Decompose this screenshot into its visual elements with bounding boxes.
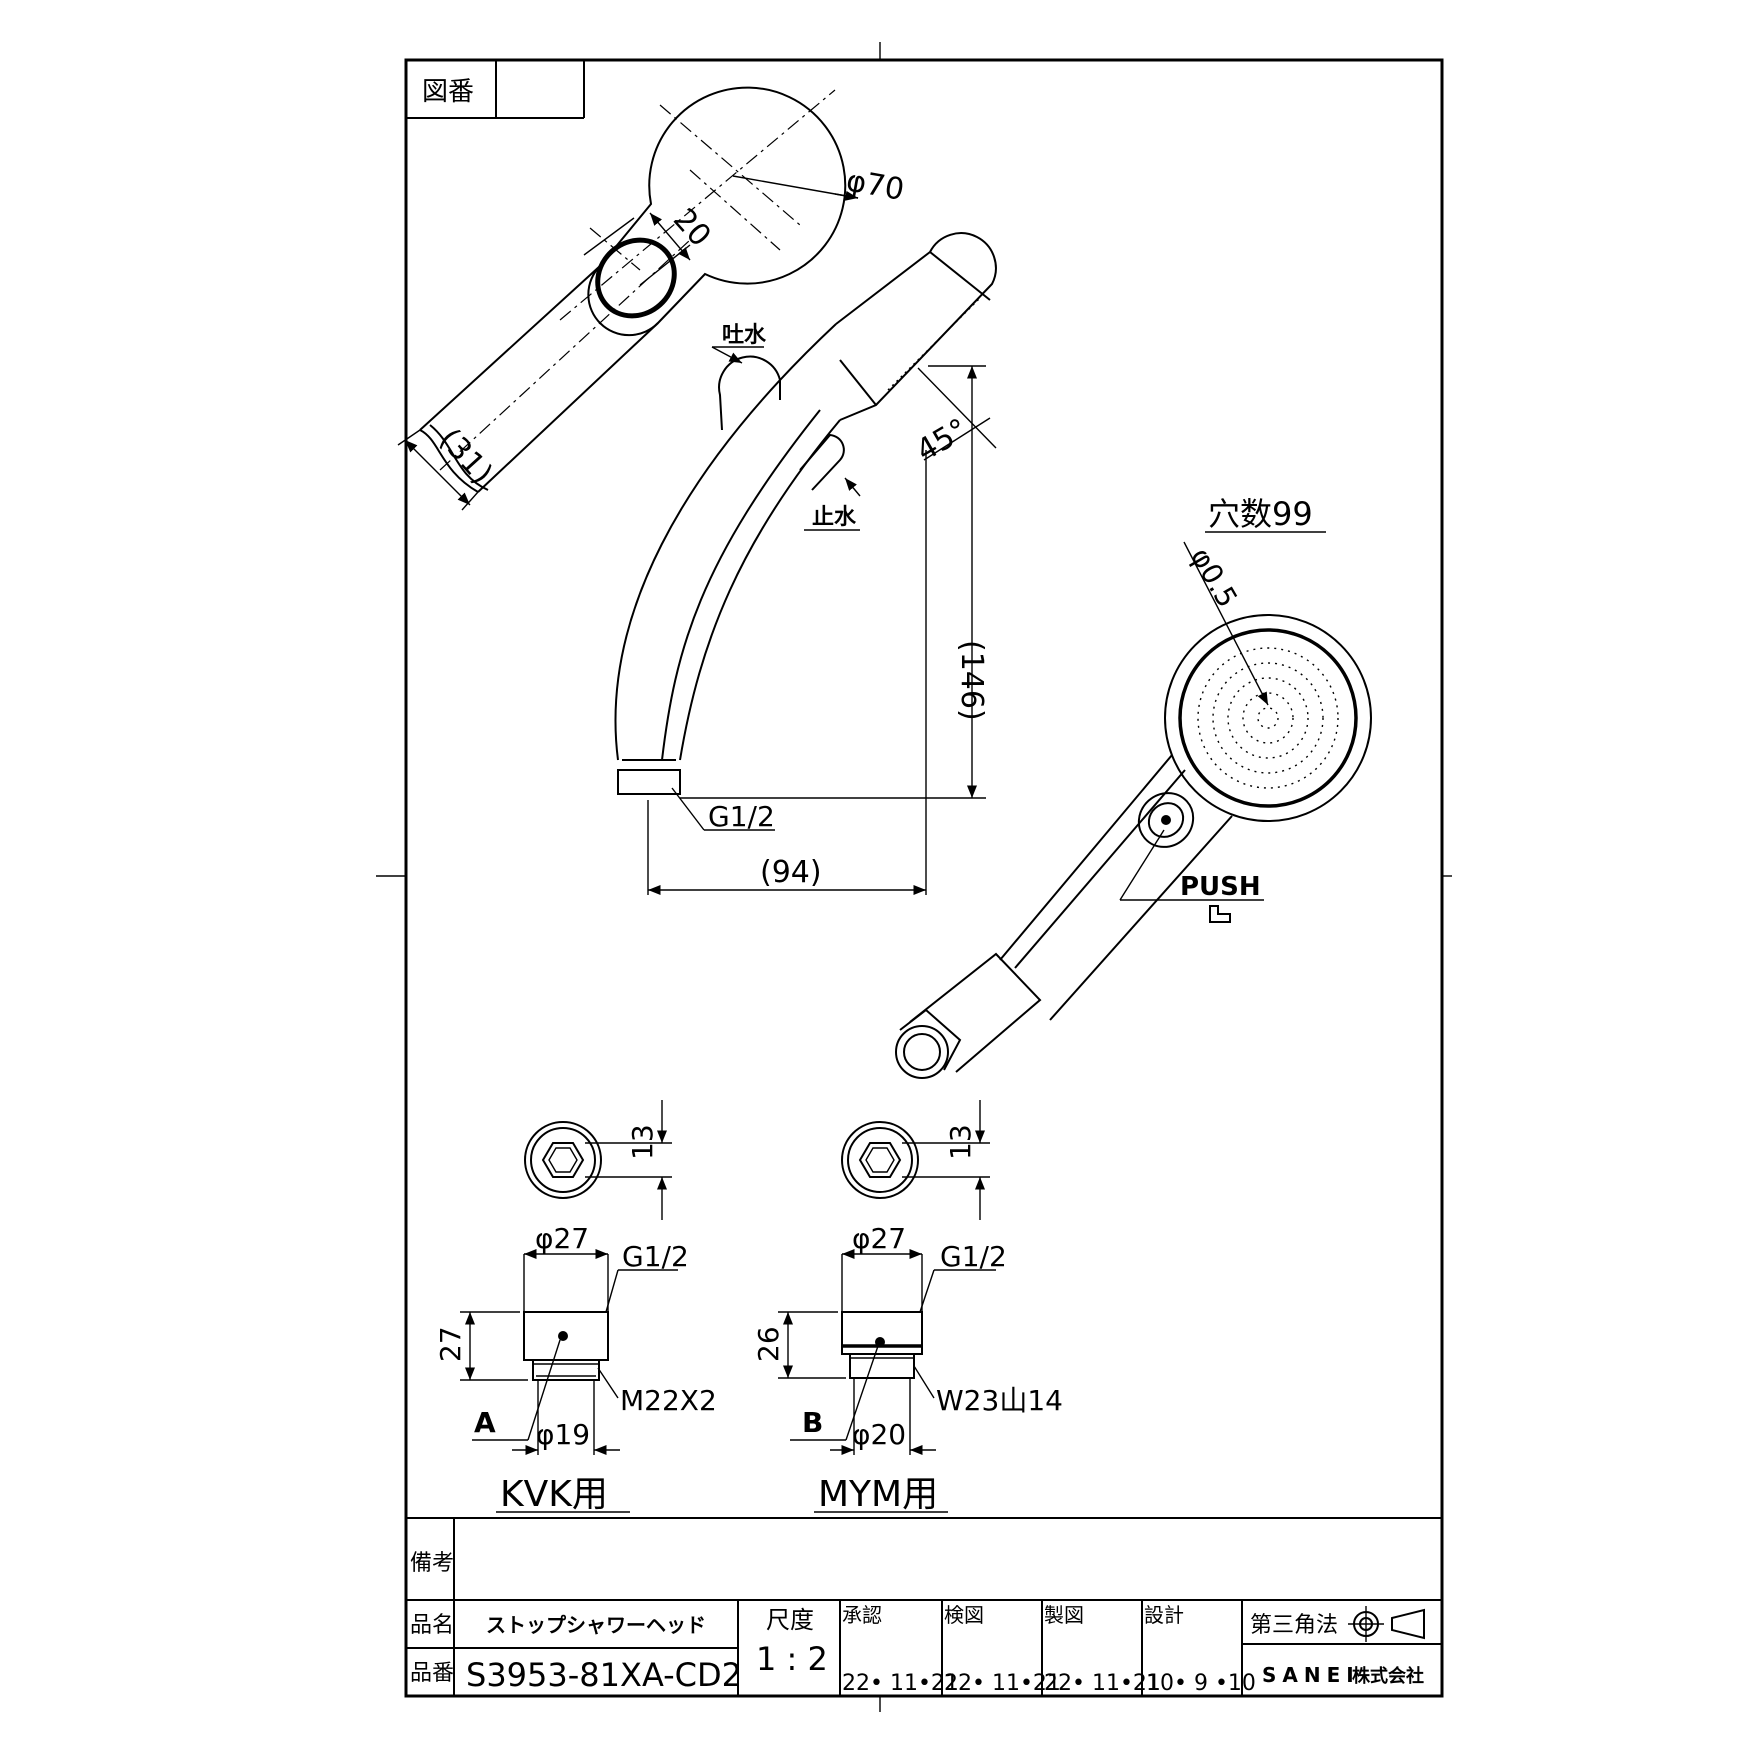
approved-date: 22• 11•21: [842, 1671, 959, 1696]
drawing-frame: [404, 58, 1444, 1698]
dim-button-label: 20: [666, 202, 718, 254]
push-label: PUSH: [1180, 872, 1261, 902]
third-angle-projection-icon: [1348, 1606, 1425, 1642]
adapter-b-dia-inner: φ20: [852, 1418, 906, 1451]
adapter-a-thread-top: G1/2: [622, 1240, 689, 1273]
holes-count-label: 穴数99: [1208, 495, 1313, 533]
adapter-a-dia-inner: φ19: [536, 1418, 590, 1451]
adapter-a-letter: A: [474, 1406, 496, 1439]
dia-head-label: φ70: [844, 163, 907, 208]
drawn-date: 22• 11•21: [1044, 1671, 1161, 1696]
center-marks: [376, 42, 1452, 1712]
width-label: (94): [760, 855, 822, 890]
company-name: SANEI: [1262, 1663, 1360, 1687]
name-value: ストップシャワーヘッド: [486, 1613, 706, 1637]
adapter-a: 13 φ27 G1/2 27 M22X2 A φ19 KVK用: [434, 1100, 717, 1515]
height-label: (146): [954, 640, 989, 721]
adapter-a-height: 27: [434, 1326, 467, 1362]
scale-value: 1 : 2: [756, 1640, 828, 1678]
drawing-number-box: 図番: [406, 60, 585, 119]
top-view: φ70 20 (31): [397, 86, 907, 511]
number-label: 品番: [410, 1661, 454, 1686]
company-suffix: 株式会社: [1352, 1665, 1424, 1687]
adapter-a-hex: 13: [626, 1124, 659, 1160]
adapter-b-letter: B: [802, 1406, 823, 1439]
adapter-b-thread-top: G1/2: [940, 1240, 1007, 1273]
stop-label: 止水: [812, 505, 857, 530]
angle-label: 45°: [911, 412, 975, 469]
adapter-b-dia-outer: φ27: [852, 1222, 906, 1255]
adapter-b-caption: MYM用: [818, 1474, 938, 1515]
checked-label: 検図: [944, 1603, 984, 1627]
adapter-b-height: 26: [752, 1326, 785, 1362]
drawing-number-label: 図番: [422, 77, 474, 107]
push-finger-icon: [1209, 905, 1231, 923]
adapter-a-dia-outer: φ27: [535, 1222, 589, 1255]
title-block: 備考 品名 ストップシャワーヘッド 品番 S3953-81XA-CD2 尺度 1…: [406, 1517, 1442, 1696]
approved-label: 承認: [842, 1603, 882, 1627]
design-date: 10• 9 •10: [1146, 1671, 1256, 1696]
face-view: 穴数99 φ0.5 PUSH: [895, 495, 1372, 1079]
name-label: 品名: [410, 1613, 454, 1638]
scale-label: 尺度: [766, 1606, 814, 1634]
side-thread-label: G1/2: [708, 800, 775, 833]
spout-label: 吐水: [722, 323, 767, 348]
checked-date: 22• 11•21: [944, 1671, 1061, 1696]
adapter-b-thread-bottom: W23山14: [936, 1384, 1063, 1417]
drawn-label: 製図: [1044, 1603, 1084, 1627]
hole-dia-label: φ0.5: [1184, 542, 1244, 613]
adapter-a-caption: KVK用: [500, 1474, 608, 1515]
adapter-b: 13 φ27 G1/2 26 W23山14 B φ20 MYM用: [752, 1100, 1063, 1515]
number-value: S3953-81XA-CD2: [466, 1656, 742, 1694]
side-view: 吐水 止水 45° (146) (94) G1/2: [614, 232, 997, 896]
projection-label: 第三角法: [1250, 1613, 1338, 1638]
adapter-b-hex: 13: [944, 1124, 977, 1160]
design-label: 設計: [1144, 1603, 1184, 1627]
adapter-a-thread-bottom: M22X2: [620, 1384, 717, 1417]
remarks-label: 備考: [410, 1551, 454, 1576]
